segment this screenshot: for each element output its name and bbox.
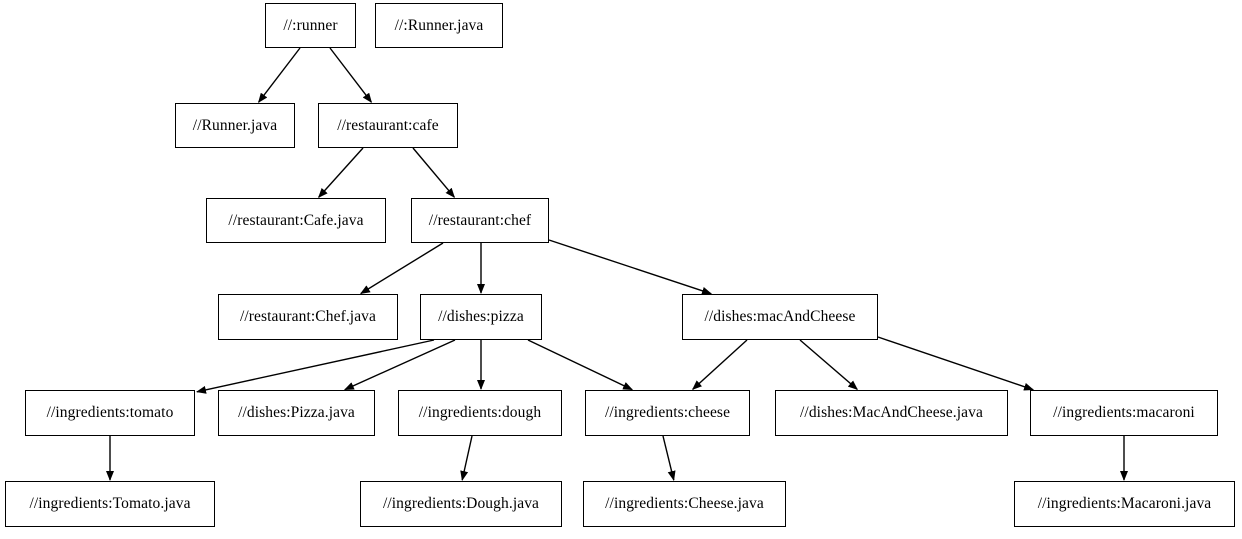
graph-node-chef_java[interactable]: //restaurant:Chef.java (218, 294, 398, 340)
graph-node-root_runner_java[interactable]: //:Runner.java (375, 3, 503, 48)
graph-node-label: //dishes:macAndCheese (704, 308, 856, 326)
graph-node-label: //dishes:pizza (438, 308, 524, 326)
graph-node-label: //restaurant:Chef.java (239, 308, 377, 326)
graph-node-mac_java[interactable]: //dishes:MacAndCheese.java (775, 390, 1008, 436)
graph-node-cafe[interactable]: //restaurant:cafe (318, 103, 458, 148)
graph-node-macaroni_java[interactable]: //ingredients:Macaroni.java (1014, 481, 1235, 527)
graph-node-pizza_java[interactable]: //dishes:Pizza.java (218, 390, 375, 436)
graph-node-label: //:Runner.java (394, 16, 484, 34)
graph-node-label: //ingredients:tomato (46, 404, 174, 422)
graph-node-tomato[interactable]: //ingredients:tomato (25, 390, 195, 436)
graph-node-label: //restaurant:Cafe.java (228, 211, 364, 229)
graph-node-label: //ingredients:macaroni (1053, 404, 1195, 422)
graph-node-dough_java[interactable]: //ingredients:Dough.java (360, 481, 562, 527)
graph-node-pizza[interactable]: //dishes:pizza (420, 294, 542, 340)
graph-node-label: //ingredients:Dough.java (382, 495, 540, 513)
graph-node-label: //Runner.java (192, 116, 278, 134)
graph-node-dough[interactable]: //ingredients:dough (398, 390, 562, 436)
graph-node-chef[interactable]: //restaurant:chef (411, 198, 549, 243)
graph-node-cheese_java[interactable]: //ingredients:Cheese.java (583, 481, 786, 527)
graph-node-label: //dishes:Pizza.java (238, 404, 355, 422)
graph-node-cheese[interactable]: //ingredients:cheese (585, 390, 750, 436)
graph-node-label: //ingredients:cheese (604, 404, 731, 422)
graph-node-tomato_java[interactable]: //ingredients:Tomato.java (5, 481, 215, 527)
graph-node-mac_and_cheese[interactable]: //dishes:macAndCheese (682, 294, 878, 340)
graph-node-label: //:runner (283, 16, 338, 34)
graph-node-runner[interactable]: //:runner (265, 3, 356, 48)
graph-node-label: //ingredients:Cheese.java (605, 495, 764, 513)
graph-node-label: //restaurant:chef (428, 211, 532, 229)
graph-node-label: //dishes:MacAndCheese.java (800, 404, 983, 422)
graph-node-macaroni[interactable]: //ingredients:macaroni (1030, 390, 1218, 436)
graph-node-label: //ingredients:Macaroni.java (1037, 495, 1212, 513)
graph-node-label: //ingredients:Tomato.java (29, 495, 191, 513)
graph-node-label: //restaurant:cafe (337, 116, 439, 134)
graph-node-cafe_java[interactable]: //restaurant:Cafe.java (206, 198, 386, 243)
graph-node-runner_java[interactable]: //Runner.java (175, 103, 295, 148)
graph-node-label: //ingredients:dough (418, 404, 542, 422)
